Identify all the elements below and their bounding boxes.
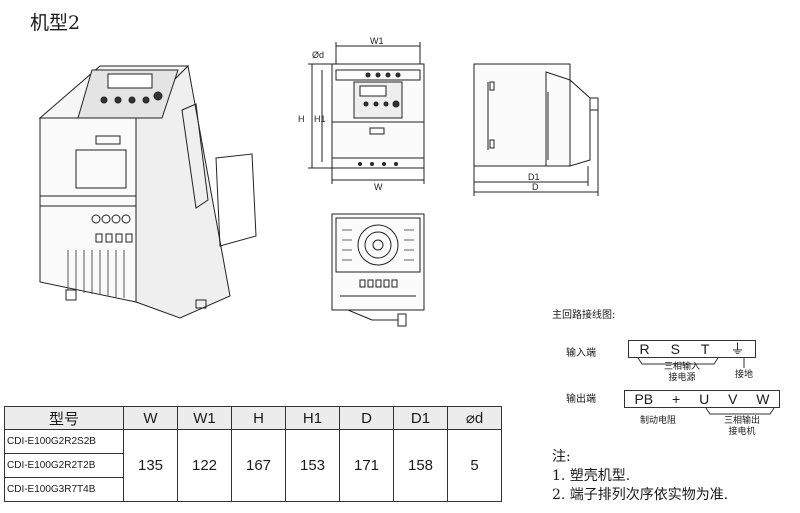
terminal-w: W <box>756 391 770 407</box>
notes: 注: 1. 塑壳机型. 2. 端子排列次序依实物为准. <box>552 448 728 505</box>
col-model: 型号 <box>4 406 124 430</box>
ground-icon: ⏚ <box>730 341 745 357</box>
output-note: 三相输出 接电机 <box>712 416 772 438</box>
isometric-drive-drawing <box>38 64 257 319</box>
col-w: W <box>123 406 178 430</box>
dim-h1: H1 <box>314 114 326 124</box>
terminal-r: R <box>639 341 650 357</box>
dim-d1: D1 <box>528 172 540 182</box>
wiring-title: 主回路接线图: <box>552 310 616 321</box>
value-phi-d: 5 <box>447 429 502 502</box>
input-note: 三相输入 接电源 <box>654 362 710 384</box>
ground-note: 接地 <box>734 370 753 380</box>
dim-w1: W1 <box>370 36 384 46</box>
col-h: H <box>231 406 286 430</box>
col-phi-d: ⌀d <box>447 406 502 430</box>
value-w: 135 <box>123 429 178 502</box>
dim-h: H <box>298 114 305 124</box>
output-note-line2: 接电机 <box>728 427 756 437</box>
input-terminal-strip: R S T ⏚ <box>628 340 756 358</box>
col-h1: H1 <box>285 406 340 430</box>
terminal-s: S <box>670 341 680 357</box>
terminal-v: V <box>728 391 738 407</box>
spec-table-header: 型号 W W1 H H1 D D1 ⌀d <box>4 406 502 430</box>
terminal-t: T <box>700 341 710 357</box>
col-d1: D1 <box>393 406 448 430</box>
model-cell: CDI-E100G3R7T4B <box>4 477 124 502</box>
note-line-1: 1. 塑壳机型. <box>552 468 631 484</box>
notes-header: 注: <box>552 449 571 465</box>
table-row: CDI-E100G2R2T2B <box>4 453 502 478</box>
dim-d: D <box>532 182 539 192</box>
dim-w: W <box>374 182 383 192</box>
side-view-drawing <box>473 63 599 196</box>
note-line-2: 2. 端子排列次序依实物为准. <box>552 487 729 503</box>
value-d1: 158 <box>393 429 448 502</box>
bottom-view-drawing <box>331 213 425 327</box>
input-note-line2: 接电源 <box>668 373 696 383</box>
front-view-drawing <box>308 42 425 184</box>
output-note-line1: 三相输出 <box>723 416 760 426</box>
brake-note: 制动电阻 <box>639 416 676 426</box>
input-note-line1: 三相输入 <box>663 362 700 372</box>
terminal-u: U <box>699 391 710 407</box>
table-row: CDI-E100G2R2S2B 135 122 167 153 171 158 … <box>4 429 502 502</box>
output-terminal-strip: PB + U V W <box>624 390 780 408</box>
col-w1: W1 <box>177 406 232 430</box>
spec-table: 型号 W W1 H H1 D D1 ⌀d CDI-E100G2R2S2B 135… <box>4 406 502 502</box>
value-d: 171 <box>339 429 394 502</box>
value-h: 167 <box>231 429 286 502</box>
terminal-plus: + <box>672 391 681 407</box>
page-title: 机型2 <box>30 12 81 34</box>
col-d: D <box>339 406 394 430</box>
input-label: 输入端 <box>566 348 596 359</box>
dim-phi-d: Ød <box>312 50 324 60</box>
table-row: CDI-E100G3R7T4B <box>4 477 502 502</box>
output-label: 输出端 <box>566 394 596 405</box>
value-w1: 122 <box>177 429 232 502</box>
terminal-pb: PB <box>634 391 654 407</box>
value-h1: 153 <box>285 429 340 502</box>
model-cell: CDI-E100G2R2S2B <box>4 429 124 454</box>
model-cell: CDI-E100G2R2T2B <box>4 453 124 478</box>
